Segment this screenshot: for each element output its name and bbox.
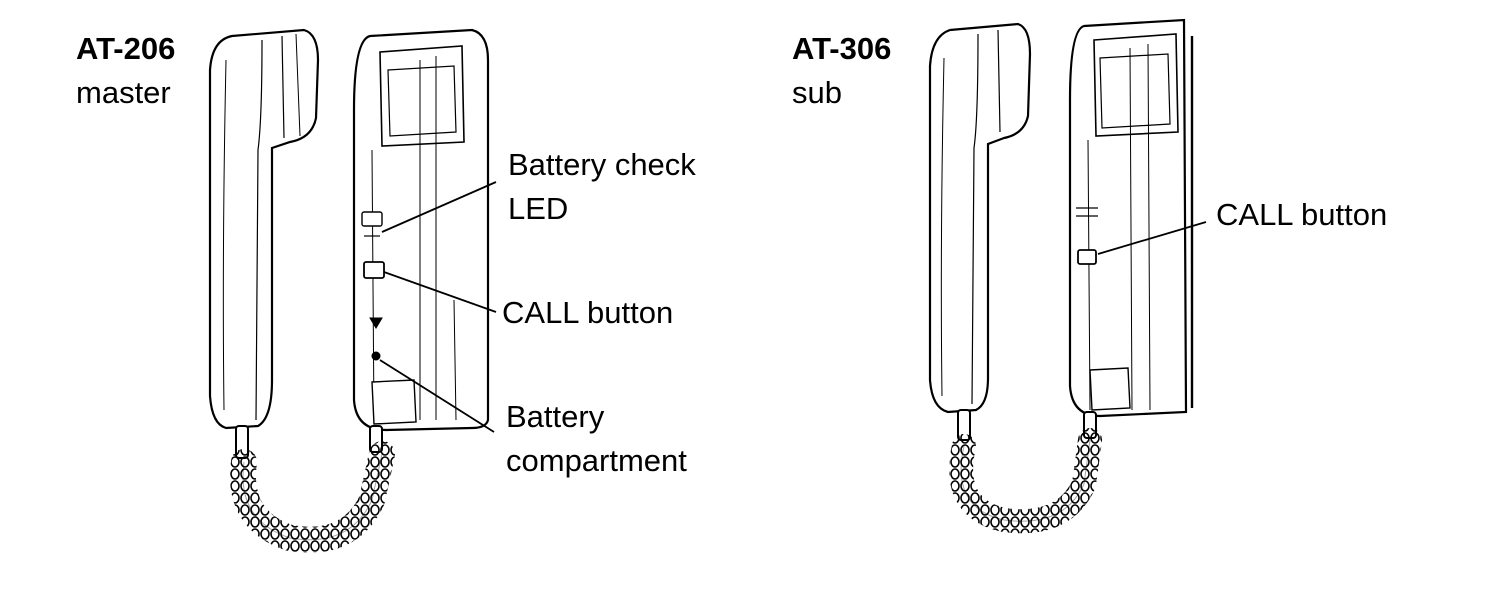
callout-master-call-button: CALL button	[502, 295, 674, 330]
callout-battery-check-led: Battery check	[508, 147, 696, 182]
master-role-label: master	[76, 75, 171, 110]
callout-battery-compartment-line2: compartment	[506, 443, 687, 478]
master-leader-lines	[379, 181, 497, 433]
sub-role-label: sub	[792, 75, 842, 110]
callout-battery-check-led-line2: LED	[508, 191, 569, 226]
sub-leader-lines	[1097, 221, 1207, 255]
sub-model-label: AT-306	[792, 31, 892, 66]
sub-base	[1068, 18, 1194, 418]
sub-unit-drawing	[928, 18, 1207, 534]
sub-handset	[928, 22, 1032, 414]
master-handset	[208, 28, 320, 430]
callout-battery-compartment: Battery	[506, 399, 605, 434]
sub-coiled-cord	[949, 428, 1102, 534]
master-unit-drawing	[208, 28, 497, 553]
master-coiled-cord	[230, 441, 395, 553]
master-model-label: AT-206	[76, 31, 176, 66]
callout-sub-call-button: CALL button	[1216, 197, 1388, 232]
master-base	[352, 28, 490, 432]
